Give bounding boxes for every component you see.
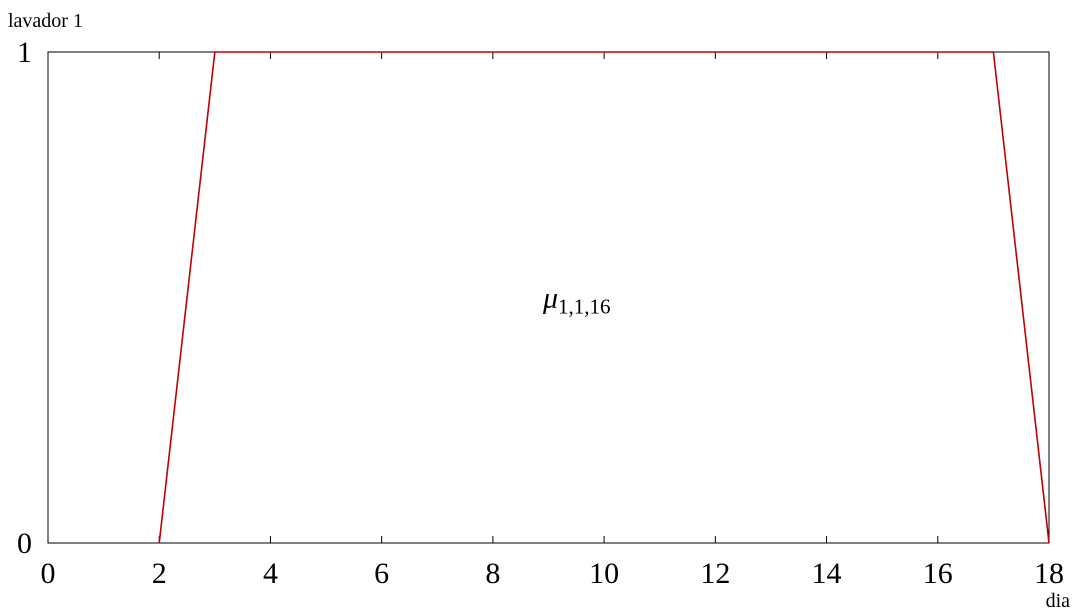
- series-layer: [158, 51, 1050, 544]
- x-tick-label: 6: [374, 557, 389, 590]
- x-tick-label: 16: [923, 557, 953, 590]
- x-tick-label: 0: [41, 557, 56, 590]
- x-tick-label: 12: [700, 557, 730, 590]
- x-axis-label: dia: [1046, 590, 1071, 612]
- x-tick-label: 10: [589, 557, 619, 590]
- annotation-symbol: μ: [542, 282, 558, 315]
- y-axis-label: lavador 1: [8, 10, 83, 32]
- x-tick-label: 2: [152, 557, 167, 590]
- y-tick-label: 0: [17, 527, 32, 560]
- x-tick-label: 8: [485, 557, 500, 590]
- annotation-subscript: 1,1,16: [558, 295, 611, 319]
- series-annotation: μ1,1,16: [542, 282, 611, 319]
- x-tick-label: 4: [263, 557, 278, 590]
- y-tick-label: 1: [17, 36, 32, 69]
- series-line: [158, 51, 1050, 544]
- tick-labels: 0 2 4 6 8 10 12 14 16 18 0 1: [17, 36, 1064, 590]
- tick-marks: [158, 52, 939, 543]
- x-tick-label: 14: [812, 557, 842, 590]
- x-tick-label: 18: [1034, 557, 1064, 590]
